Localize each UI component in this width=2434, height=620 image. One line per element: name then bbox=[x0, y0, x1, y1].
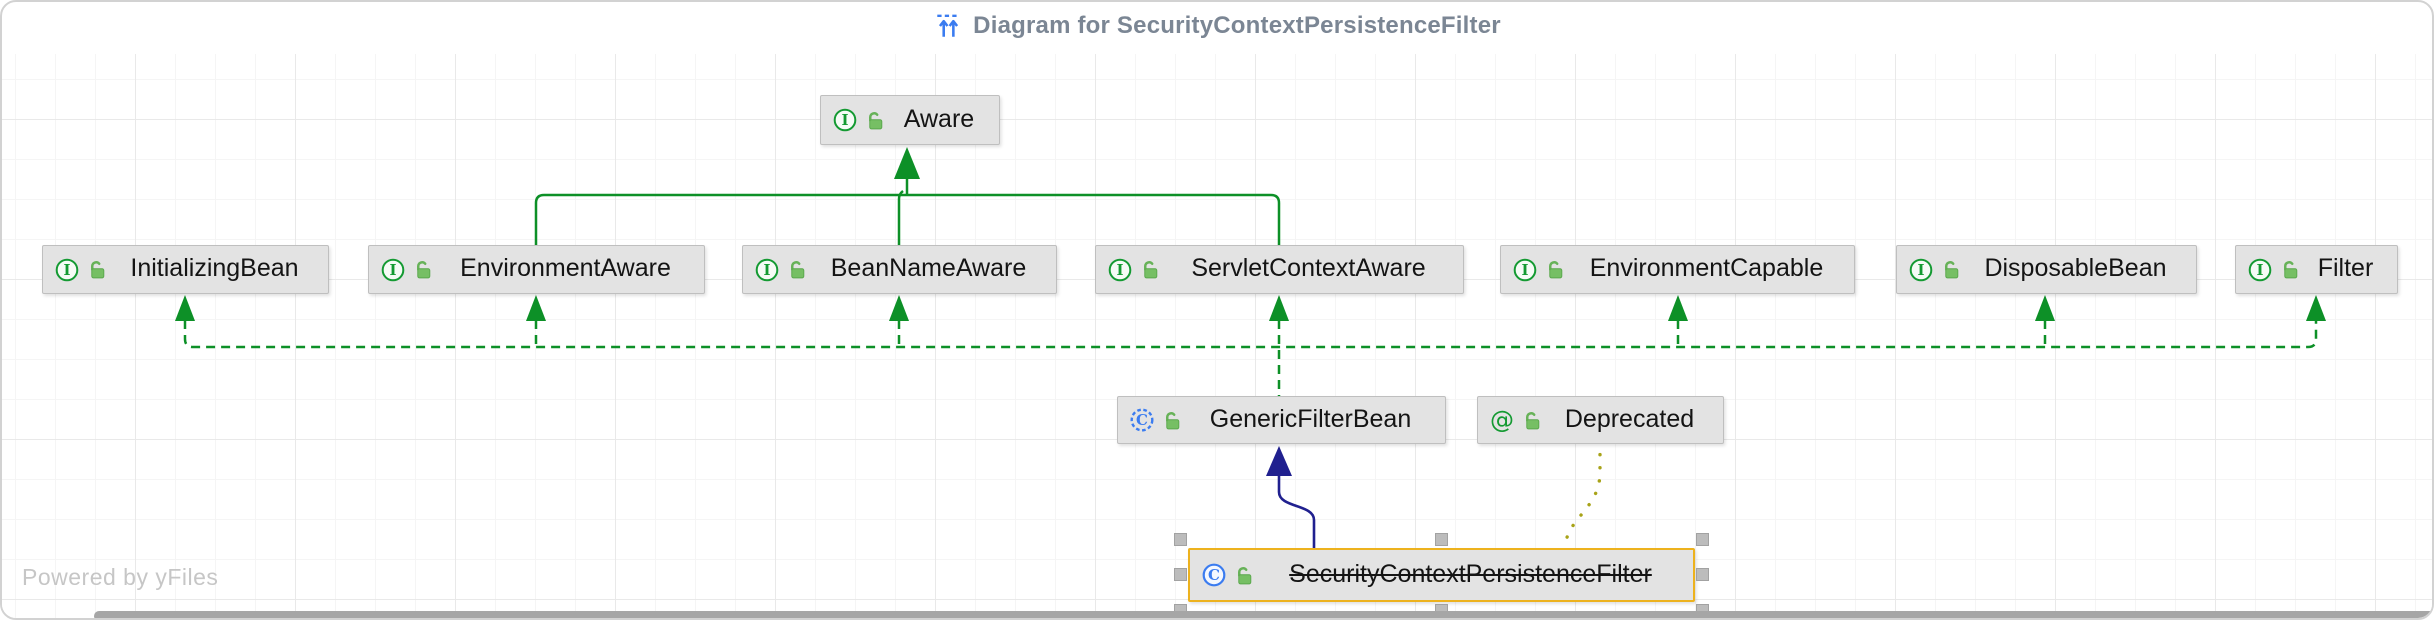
diagram-title-bar: Diagram for SecurityContextPersistenceFi… bbox=[2, 2, 2432, 50]
svg-text:I: I bbox=[2256, 261, 2263, 279]
implements-arrowhead-initializingbean bbox=[175, 295, 195, 321]
yfiles-watermark: Powered by yFiles bbox=[22, 564, 219, 590]
selection-handle[interactable] bbox=[1174, 568, 1187, 581]
node-environment-aware[interactable]: I EnvironmentAware bbox=[368, 245, 705, 294]
svg-text:C: C bbox=[1136, 411, 1148, 429]
edge-group-extends-genericfilterbean bbox=[1266, 446, 1316, 548]
svg-text:I: I bbox=[841, 111, 848, 129]
node-disposable-bean[interactable]: I DisposableBean bbox=[1896, 245, 2197, 294]
node-bean-name-aware[interactable]: I BeanNameAware bbox=[742, 245, 1057, 294]
node-label: Aware bbox=[903, 104, 975, 133]
unlocked-public-icon bbox=[787, 259, 808, 280]
edge-group-annotation bbox=[1563, 448, 1602, 552]
unlocked-public-icon bbox=[865, 110, 886, 131]
interface-icon: I bbox=[380, 257, 406, 283]
svg-text:I: I bbox=[63, 261, 70, 279]
svg-text:I: I bbox=[1917, 261, 1924, 279]
unlocked-public-icon bbox=[87, 259, 108, 280]
node-label: EnvironmentCapable bbox=[1589, 254, 1824, 282]
class-icon: C bbox=[1201, 562, 1227, 588]
unlocked-public-icon bbox=[413, 259, 434, 280]
selection-handle[interactable] bbox=[1696, 533, 1709, 546]
interface-icon: I bbox=[832, 107, 858, 133]
horizontal-scrollbar-thumb[interactable] bbox=[94, 611, 2432, 618]
node-deprecated[interactable]: @ Deprecated bbox=[1477, 396, 1724, 444]
unlocked-public-icon bbox=[1140, 259, 1161, 280]
node-label: SecurityContextPersistenceFilter bbox=[1289, 559, 1652, 588]
selection-handle[interactable] bbox=[1434, 533, 1448, 546]
edge-group-extends-aware bbox=[534, 147, 1281, 245]
edge-scpf-extends-genericfilterbean[interactable] bbox=[1277, 474, 1316, 548]
extends-arrowhead-aware bbox=[894, 147, 920, 179]
node-environment-capable[interactable]: I EnvironmentCapable bbox=[1500, 245, 1855, 294]
unlocked-public-icon bbox=[1522, 410, 1543, 431]
diagram-hierarchy-icon bbox=[933, 11, 963, 41]
implements-arrowhead-disposablebean bbox=[2035, 295, 2055, 321]
svg-text:I: I bbox=[1116, 261, 1123, 279]
implements-arrowhead-environmentcapable bbox=[1668, 295, 1688, 321]
node-servlet-context-aware[interactable]: I ServletContextAware bbox=[1095, 245, 1464, 294]
node-label: DisposableBean bbox=[1984, 254, 2167, 282]
node-label: InitializingBean bbox=[130, 254, 299, 282]
implements-arrowhead-environmentaware bbox=[526, 295, 546, 321]
svg-text:I: I bbox=[389, 261, 396, 279]
node-aware[interactable]: I Aware bbox=[820, 95, 1000, 145]
diagram-canvas[interactable] bbox=[2, 54, 2432, 618]
extends-arrowhead-genericfilterbean bbox=[1266, 446, 1292, 476]
node-label: GenericFilterBean bbox=[1209, 404, 1412, 433]
interface-icon: I bbox=[1107, 257, 1133, 283]
node-initializing-bean[interactable]: I InitializingBean bbox=[42, 245, 329, 294]
node-label: Filter bbox=[2317, 254, 2374, 282]
unlocked-public-icon bbox=[1941, 259, 1962, 280]
node-label: ServletContextAware bbox=[1191, 254, 1426, 282]
edge-servletcontextaware-extends-aware[interactable] bbox=[907, 193, 1281, 245]
node-label: EnvironmentAware bbox=[460, 254, 671, 282]
unlocked-public-icon bbox=[2280, 259, 2301, 280]
edge-beannameaware-extends-aware[interactable] bbox=[897, 190, 904, 245]
diagram-title: Diagram for SecurityContextPersistenceFi… bbox=[973, 12, 1501, 39]
selection-handle[interactable] bbox=[1696, 568, 1709, 581]
interface-icon: I bbox=[754, 257, 780, 283]
svg-text:I: I bbox=[763, 261, 770, 279]
unlocked-public-icon bbox=[1234, 565, 1255, 586]
selection-handle[interactable] bbox=[1174, 533, 1187, 546]
edge-scpf-annotated-deprecated[interactable] bbox=[1563, 448, 1602, 552]
interface-icon: I bbox=[2247, 257, 2273, 283]
interface-icon: I bbox=[1512, 257, 1538, 283]
svg-text:I: I bbox=[1521, 261, 1528, 279]
implements-arrowhead-servletcontextaware bbox=[1269, 295, 1289, 321]
implements-bus[interactable] bbox=[183, 320, 2318, 349]
node-filter[interactable]: I Filter bbox=[2235, 245, 2398, 294]
svg-text:@: @ bbox=[1490, 407, 1514, 433]
abstract-class-icon: C bbox=[1129, 407, 1155, 433]
edge-environmentaware-extends-aware[interactable] bbox=[534, 193, 907, 245]
unlocked-public-icon bbox=[1162, 410, 1183, 431]
implements-arrowhead-filter bbox=[2306, 295, 2326, 321]
node-generic-filter-bean[interactable]: C GenericFilterBean bbox=[1117, 396, 1446, 444]
unlocked-public-icon bbox=[1545, 259, 1566, 280]
svg-text:C: C bbox=[1208, 566, 1220, 584]
node-label: BeanNameAware bbox=[830, 254, 1027, 282]
interface-icon: I bbox=[54, 257, 80, 283]
interface-icon: I bbox=[1908, 257, 1934, 283]
implements-arrowhead-beannameaware bbox=[889, 295, 909, 321]
annotation-icon: @ bbox=[1489, 407, 1515, 433]
node-security-context-persistence-filter[interactable]: C SecurityContextPersistenceFilter bbox=[1188, 548, 1695, 602]
node-label: Deprecated bbox=[1564, 404, 1695, 433]
edge-group-implements bbox=[175, 295, 2326, 396]
